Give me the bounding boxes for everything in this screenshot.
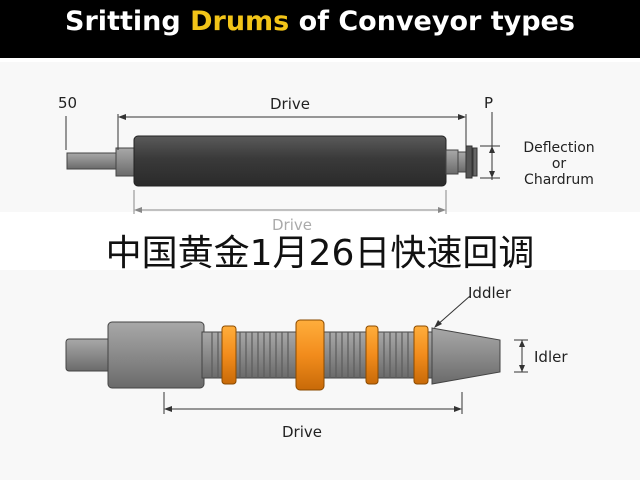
- top-drum-assembly: [65, 116, 478, 187]
- label-iddler: Iddler: [468, 284, 512, 302]
- title-bar: [0, 0, 640, 58]
- orange-ring: [365, 325, 379, 385]
- lower-drive-dimension: [133, 190, 447, 214]
- bottom-drive-dimension: [163, 392, 463, 414]
- title-part2: of Conveyor types: [298, 6, 575, 37]
- label-lower-drive: Drive: [272, 216, 312, 234]
- label-50: 50: [58, 94, 78, 112]
- p-dimension: [480, 112, 500, 180]
- label-top-drive: Drive: [270, 95, 310, 113]
- orange-ring: [295, 319, 325, 391]
- orange-ring: [413, 325, 429, 385]
- label-idler: Idler: [534, 348, 568, 366]
- iddler-leader: [434, 295, 471, 328]
- deflection-chardrum: Chardrum: [524, 172, 594, 188]
- deflection-line: Deflection: [523, 140, 595, 156]
- bottom-roller-assembly: [65, 319, 501, 391]
- label-p: P: [484, 94, 494, 112]
- title-part1: Sritting: [65, 6, 181, 37]
- title-accent: Drums: [190, 6, 290, 37]
- label-bottom-drive: Drive: [282, 423, 322, 441]
- deflection-or: or: [551, 156, 567, 172]
- overlay-headline: 中国黄金1月26日快速回调: [105, 233, 535, 274]
- top-drive-dimension: [117, 114, 467, 150]
- deflection-label: Deflection or Chardrum: [506, 140, 612, 188]
- idler-dimension: [514, 339, 528, 373]
- diagram-title: Sritting Drums of Conveyor types: [0, 6, 640, 37]
- orange-ring: [221, 325, 237, 385]
